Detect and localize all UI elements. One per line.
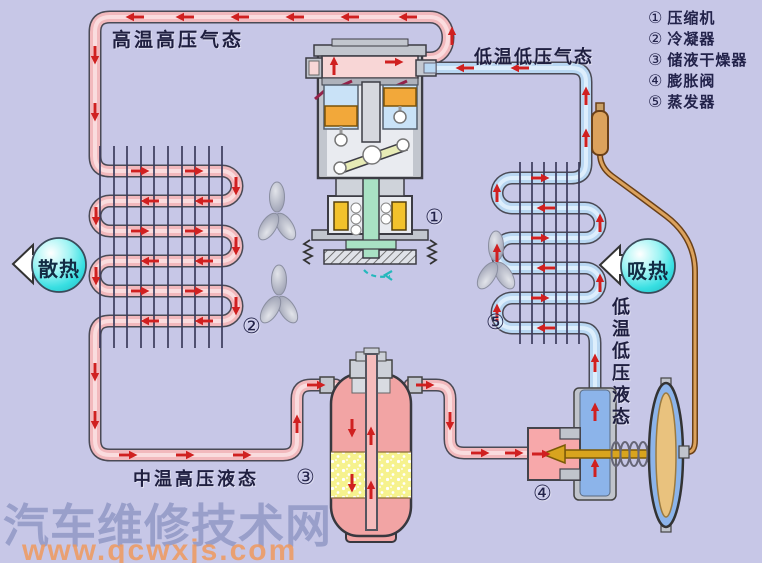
pipe-high-pressure [88,10,455,462]
legend-num: ② [648,30,663,48]
legend-item-receiver-drier: ③ 储液干燥器 [648,49,747,70]
capillary-tube [597,153,698,455]
marker-evaporator: ⑤ [486,311,505,334]
legend-label: 储液干燥器 [667,52,748,69]
marker-condenser: ② [242,315,261,338]
legend-item-evaporator: ⑤ 蒸发器 [648,91,747,112]
label-low-pressure-gas: 低温低压气态 [474,47,594,67]
legend: ① 压缩机 ② 冷凝器 ③ 储液干燥器 ④ 膨胀阀 ⑤ 蒸发器 [648,7,747,112]
heat-in-bubble [598,238,676,294]
legend-label: 压缩机 [667,10,716,27]
heat-in-label: 吸热 [627,261,669,283]
legend-num: ⑤ [648,93,663,111]
watermark-site-name: 汽车维修技术网 [3,500,332,552]
watermark-site-url: www.qcwxjs.com [22,534,298,563]
marker-receiver-drier: ③ [296,466,315,489]
legend-num: ① [648,9,663,27]
fan-icon [255,264,303,327]
evaporator-fins [519,162,580,344]
compressor [301,38,439,281]
marker-expansion-valve: ④ [533,482,552,505]
condenser-fins [99,146,223,348]
label-high-pressure-gas: 高温高压气态 [112,30,245,51]
label-mid-pressure-liquid: 中温高压液态 [133,469,259,489]
heat-out-bubble [11,237,87,293]
legend-label: 蒸发器 [667,94,716,111]
label-low-pressure-liquid: 低温低压液态 [610,297,630,429]
heat-out-label: 散热 [38,259,80,281]
legend-num: ③ [648,51,663,69]
sensing-bulb [591,102,609,156]
legend-num: ④ [648,72,663,90]
legend-label: 膨胀阀 [667,73,716,90]
legend-item-expansion-valve: ④ 膨胀阀 [648,70,747,91]
legend-label: 冷凝器 [667,31,716,48]
expansion-valve [527,377,690,533]
legend-item-compressor: ① 压缩机 [648,7,747,28]
legend-item-condenser: ② 冷凝器 [648,28,747,49]
marker-compressor: ① [425,206,444,229]
fan-icon [253,181,301,244]
